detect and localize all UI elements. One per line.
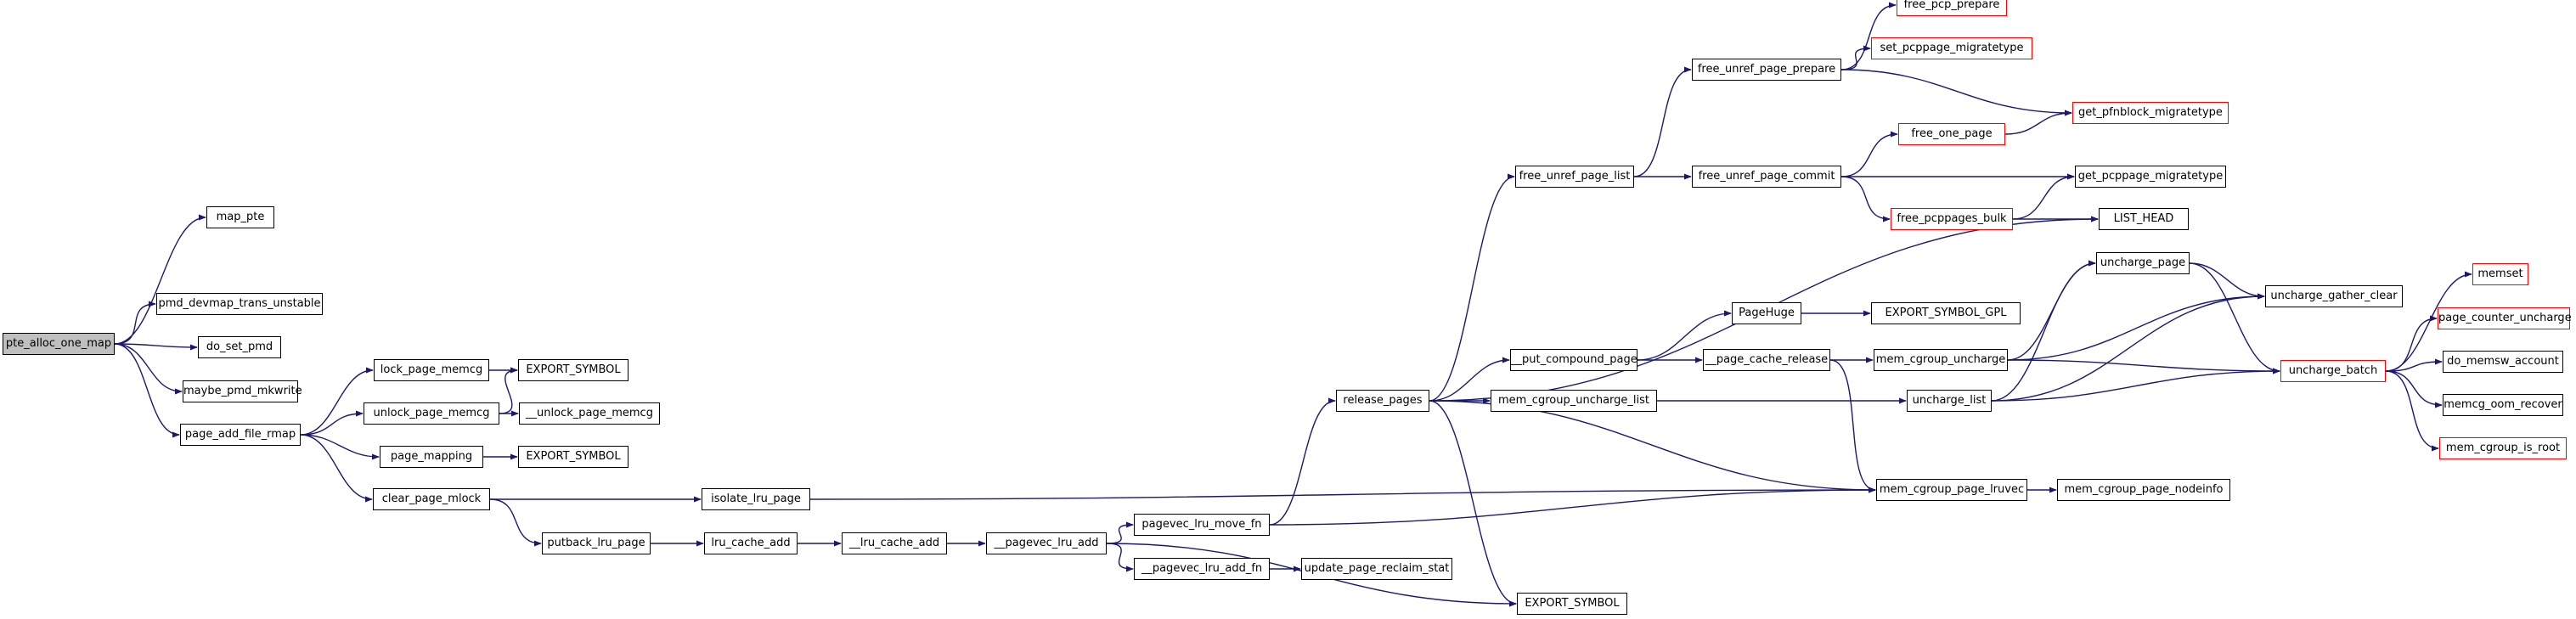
edge-pagevec-lru-move-fn-to-mem-cgroup-page-lruvec — [1269, 487, 1876, 526]
node-free-unref-page-commit[interactable]: free_unref_page_commit — [1692, 166, 1841, 188]
node-mem-cgroup-uncharge-list[interactable]: mem_cgroup_uncharge_list — [1491, 390, 1657, 412]
node-lock-page-memcg[interactable]: lock_page_memcg — [374, 359, 489, 381]
node-do-set-pmd[interactable]: do_set_pmd — [198, 336, 281, 358]
node-unlock-page-memcg[interactable]: __unlock_page_memcg — [519, 402, 660, 425]
node-page-counter-uncharge[interactable]: page_counter_uncharge — [2438, 307, 2572, 329]
edge-pagevec-lru-move-fn-to-release-pages — [1269, 397, 1336, 526]
edge-put-compound-page-to-PageHuge — [1637, 310, 1732, 361]
node-map-pte[interactable]: map_pte — [206, 206, 274, 228]
edge-pagevec-lru-add-to-pagevec-lru-add-fn — [1106, 543, 1134, 572]
node-LIST-HEAD[interactable]: LIST_HEAD — [2099, 208, 2189, 230]
node-isolate-lru-page[interactable]: isolate_lru_page — [702, 488, 810, 510]
edge-isolate-lru-page-to-mem-cgroup-page-lruvec — [809, 487, 1876, 500]
node-get-pcppage-migratetype[interactable]: get_pcppage_migratetype — [2075, 166, 2226, 188]
node-free-unref-page-list[interactable]: free_unref_page_list — [1515, 166, 1634, 188]
edge-release-pages-to-export-symbol-3 — [1429, 400, 1517, 607]
node-uncharge-list[interactable]: uncharge_list — [1907, 390, 1992, 412]
edge-uncharge-list-to-uncharge-page — [1991, 260, 2096, 402]
edge-release-pages-to-free-unref-page-list — [1429, 173, 1515, 402]
edge-page-add-file-rmap-to-page-mapping — [300, 434, 380, 460]
edge-uncharge-batch-to-mem-cgroup-is-root — [2385, 370, 2439, 452]
edge-uncharge-list-to-uncharge-batch — [1991, 368, 2280, 402]
edge-free-unref-page-prepare-to-get-pfnblock-migratetype — [1840, 69, 2072, 116]
node-page-add-file-rmap[interactable]: page_add_file_rmap — [180, 424, 301, 446]
edge-free-unref-page-list-to-free-unref-page-prepare — [1633, 66, 1692, 177]
edge-free-unref-page-prepare-to-free-pcp-prepare — [1840, 2, 1897, 70]
edge-page-add-file-rmap-to-clear-page-mlock — [300, 434, 373, 503]
node-put-compound-page[interactable]: __put_compound_page — [1510, 349, 1637, 371]
node-maybe-pmd-mkwrite[interactable]: maybe_pmd_mkwrite — [183, 380, 302, 402]
node-unlock-page-memcg[interactable]: unlock_page_memcg — [364, 402, 499, 425]
node-pagevec-lru-add-fn[interactable]: __pagevec_lru_add_fn — [1134, 558, 1270, 580]
edge-uncharge-list-to-uncharge-gather-clear — [1991, 293, 2265, 402]
node-clear-page-mlock[interactable]: clear_page_mlock — [373, 488, 490, 510]
edge-clear-page-mlock-to-putback-lru-page — [489, 498, 542, 547]
edge-unlock-page-memcg-to-export-symbol-1 — [499, 367, 518, 414]
edge-mem-cgroup-uncharge-to-uncharge-batch — [2007, 359, 2280, 374]
edge-free-unref-page-prepare-to-set-pcppage-migratetype — [1840, 45, 1871, 70]
node-do-memsw-account[interactable]: do_memsw_account — [2443, 351, 2563, 373]
edge-mem-cgroup-uncharge-to-uncharge-gather-clear — [2007, 293, 2265, 361]
node-pagevec-lru-add[interactable]: __pagevec_lru_add — [986, 532, 1107, 554]
node-uncharge-page[interactable]: uncharge_page — [2096, 252, 2190, 274]
edge-layer — [114, 2, 2472, 607]
edge-uncharge-page-to-uncharge-batch — [2189, 262, 2280, 374]
node-mem-cgroup-page-lruvec[interactable]: mem_cgroup_page_lruvec — [1876, 479, 2027, 501]
node-lru-cache-add[interactable]: lru_cache_add — [704, 532, 798, 554]
node-memcg-oom-recover[interactable]: memcg_oom_recover — [2443, 394, 2563, 416]
node-page-cache-release[interactable]: __page_cache_release — [1703, 349, 1830, 371]
edge-pte-alloc-one-map-to-pmd-devmap-trans-unstable — [114, 301, 156, 345]
node-export-symbol-3[interactable]: EXPORT_SYMBOL — [1517, 593, 1627, 615]
edge-free-one-page-to-get-pfnblock-migratetype — [2004, 110, 2072, 135]
edge-page-add-file-rmap-to-unlock-page-memcg — [300, 410, 364, 436]
node-free-one-page[interactable]: free_one_page — [1898, 123, 2005, 145]
edge-pte-alloc-one-map-to-map-pte — [114, 214, 206, 345]
edge-free-unref-page-commit-to-free-pcppages-bulk — [1840, 176, 1891, 222]
edge-uncharge-batch-to-page-counter-uncharge — [2385, 315, 2438, 372]
node-release-pages[interactable]: release_pages — [1336, 390, 1429, 412]
node-mem-cgroup-uncharge[interactable]: mem_cgroup_uncharge — [1874, 349, 2008, 371]
node-page-mapping[interactable]: page_mapping — [380, 446, 483, 468]
node-PageHuge[interactable]: PageHuge — [1732, 302, 1801, 324]
node-free-pcppages-bulk[interactable]: free_pcppages_bulk — [1891, 208, 2013, 230]
edge-release-pages-to-put-compound-page — [1429, 357, 1510, 402]
node-pmd-devmap-trans-unstable[interactable]: pmd_devmap_trans_unstable — [156, 293, 323, 315]
node-memset[interactable]: memset — [2472, 263, 2528, 285]
node-pagevec-lru-move-fn[interactable]: pagevec_lru_move_fn — [1134, 514, 1270, 536]
node-lru-cache-add[interactable]: __lru_cache_add — [842, 532, 947, 554]
edge-free-unref-page-commit-to-free-one-page — [1840, 131, 1898, 177]
node-mem-cgroup-is-root[interactable]: mem_cgroup_is_root — [2439, 437, 2567, 459]
node-mem-cgroup-page-nodeinfo[interactable]: mem_cgroup_page_nodeinfo — [2057, 479, 2230, 501]
node-export-symbol-1[interactable]: EXPORT_SYMBOL — [518, 359, 628, 381]
node-free-unref-page-prepare[interactable]: free_unref_page_prepare — [1692, 59, 1841, 81]
edge-pte-alloc-one-map-to-page-add-file-rmap — [114, 343, 180, 438]
edge-pte-alloc-one-map-to-maybe-pmd-mkwrite — [114, 343, 183, 395]
node-EXPORT-SYMBOL-GPL[interactable]: EXPORT_SYMBOL_GPL — [1871, 302, 2021, 324]
edge-pagevec-lru-add-to-pagevec-lru-move-fn — [1106, 521, 1134, 544]
node-get-pfnblock-migratetype[interactable]: get_pfnblock_migratetype — [2072, 102, 2229, 124]
edge-page-add-file-rmap-to-lock-page-memcg — [300, 367, 374, 436]
node-putback-lru-page[interactable]: putback_lru_page — [542, 532, 651, 554]
edge-uncharge-batch-to-memcg-oom-recover — [2385, 370, 2443, 408]
node-uncharge-gather-clear[interactable]: uncharge_gather_clear — [2265, 285, 2403, 307]
node-pte-alloc-one-map: pte_alloc_one_map — [3, 333, 115, 355]
edge-uncharge-batch-to-do-memsw-account — [2385, 358, 2443, 372]
node-set-pcppage-migratetype[interactable]: set_pcppage_migratetype — [1871, 37, 2032, 59]
node-update-page-reclaim-stat[interactable]: update_page_reclaim_stat — [1301, 558, 1452, 580]
edge-page-cache-release-to-mem-cgroup-page-lruvec — [1829, 359, 1876, 493]
node-export-symbol-2[interactable]: EXPORT_SYMBOL — [518, 446, 628, 468]
node-uncharge-batch[interactable]: uncharge_batch — [2280, 360, 2386, 382]
node-free-pcp-prepare[interactable]: free_pcp_prepare — [1897, 0, 2007, 16]
edge-release-pages-to-mem-cgroup-page-lruvec — [1429, 400, 1876, 493]
edge-free-pcppages-bulk-to-get-pcppage-migratetype — [2012, 173, 2075, 220]
edge-mem-cgroup-uncharge-to-uncharge-page — [2007, 260, 2096, 361]
edge-pte-alloc-one-map-to-do-set-pmd — [114, 343, 198, 351]
edge-uncharge-page-to-uncharge-gather-clear — [2189, 262, 2265, 300]
